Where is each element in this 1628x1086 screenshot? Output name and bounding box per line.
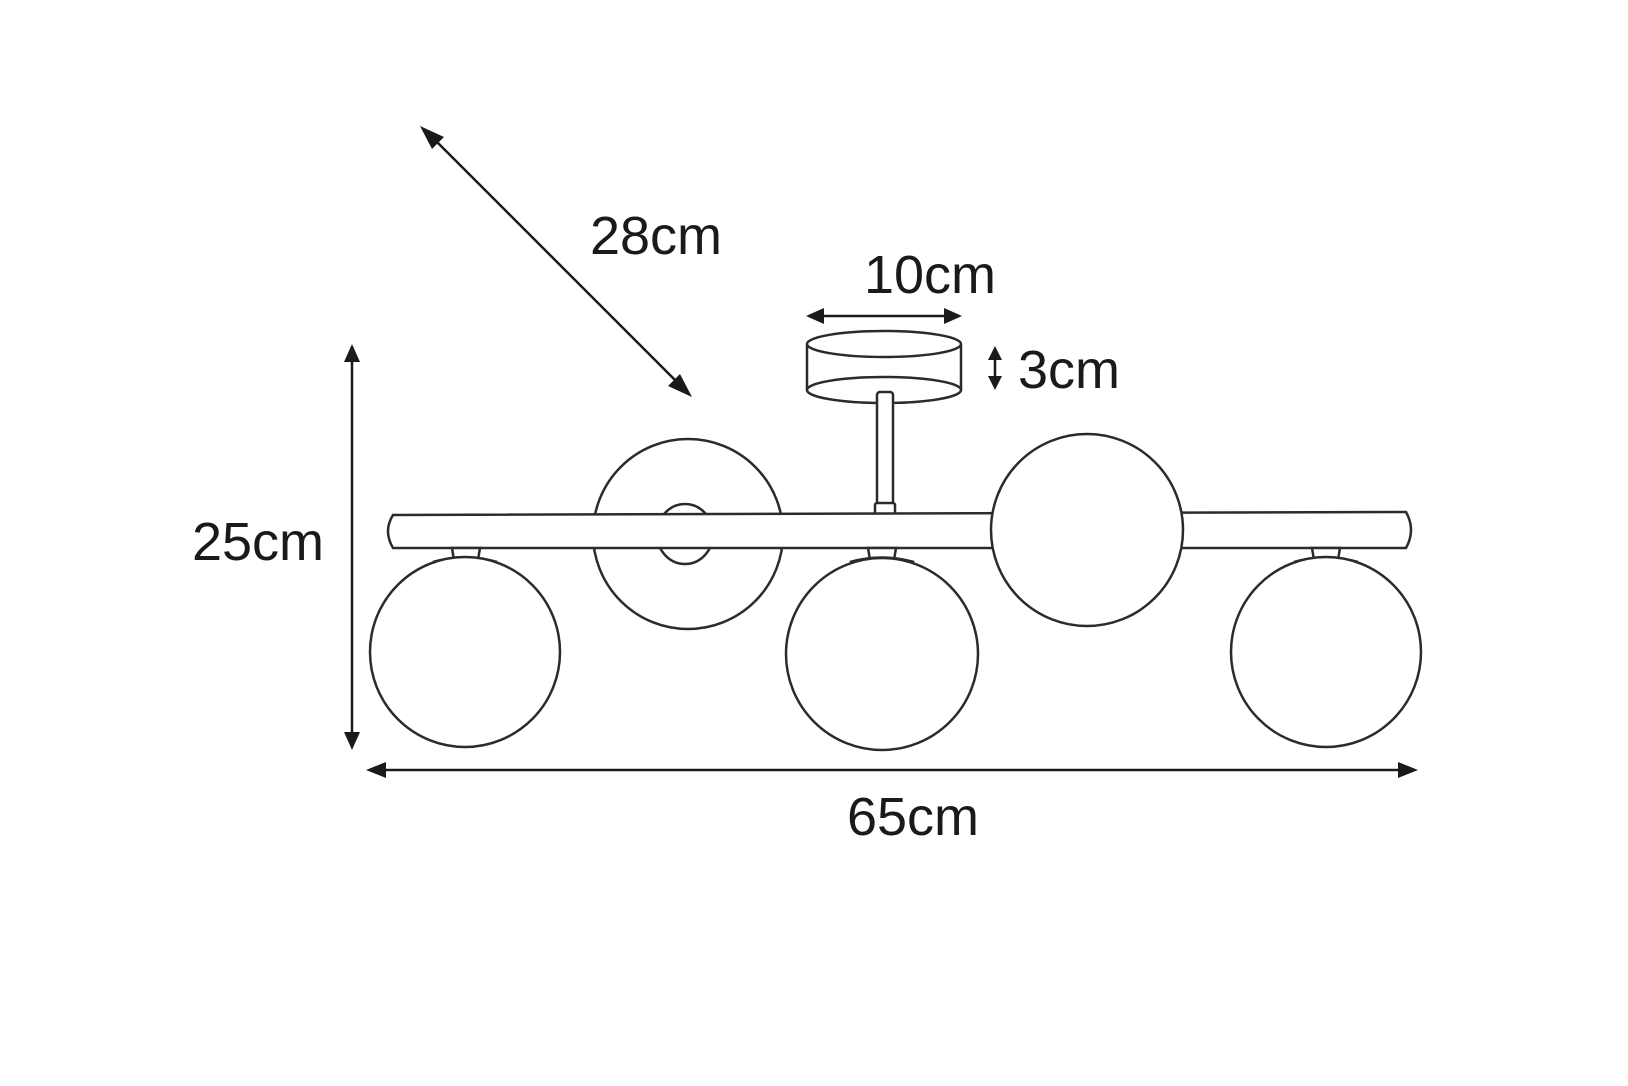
back-right-globe (989, 432, 1185, 628)
depth-label: 28cm (590, 206, 722, 266)
canopy-height-arrow (988, 346, 1002, 390)
width-label: 65cm (847, 787, 979, 847)
height-dimension-arrow (344, 344, 360, 750)
canopy-stem (875, 390, 895, 512)
front-center-globe (784, 546, 980, 752)
front-left-globe (368, 546, 562, 749)
canopy-diameter-arrow (806, 308, 962, 324)
horizontal-bar (386, 510, 1413, 550)
canopy-diameter-label: 10cm (864, 245, 996, 305)
depth-dimension-arrow (420, 126, 692, 397)
height-label: 25cm (192, 512, 324, 572)
front-right-globe (1229, 546, 1423, 749)
ceiling-canopy (805, 329, 963, 405)
width-dimension-arrow (366, 762, 1418, 778)
canopy-height-label: 3cm (1018, 340, 1120, 400)
